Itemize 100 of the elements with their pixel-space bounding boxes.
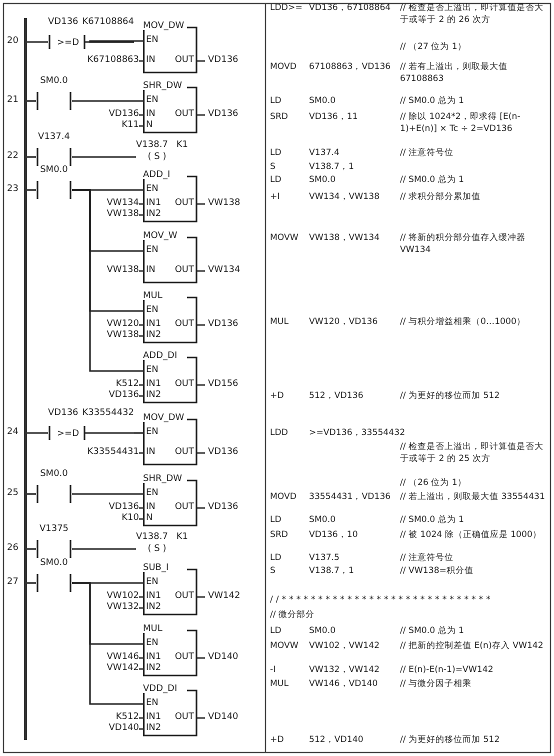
operand-label: VW138 [106, 265, 139, 276]
instruction-name: MUL [143, 291, 162, 302]
pin-label: IN [146, 109, 156, 120]
operand-label: VW120 [106, 319, 139, 330]
operand-label: VW142 [106, 663, 139, 674]
pin-label: OUT [174, 55, 194, 66]
operand-text: VW146，VD140 [309, 679, 378, 690]
constant-label: K1 [176, 140, 188, 151]
address-label: SM0.0 [39, 165, 69, 176]
function-block [143, 351, 197, 403]
operand-label: VW138 [208, 198, 240, 209]
pin-label: N [146, 120, 153, 131]
comment-text: // （26 位为 1） [400, 478, 468, 490]
power-rail [24, 18, 27, 740]
operand-label: K67108863 [87, 55, 139, 66]
operand-label: VD136 [208, 502, 238, 513]
pin-label: IN2 [146, 663, 162, 674]
operand-text: SM0.0 [309, 515, 336, 526]
instruction-text: LD [270, 515, 282, 526]
wire [72, 493, 143, 495]
wire [72, 100, 143, 102]
comment-text: // 与微分因子相乘 [400, 679, 473, 690]
operand-label: VD136 [208, 55, 238, 66]
operand-text: SM0.0 [309, 175, 336, 186]
instruction-name: MOV_W [143, 231, 178, 242]
pin-label: OUT [174, 109, 194, 120]
pin-label: IN1 [146, 652, 162, 663]
operand-text: 512，VD136 [309, 391, 364, 402]
instruction-text: LD [270, 148, 282, 160]
instruction-name: MUL [143, 624, 162, 635]
wire [27, 41, 48, 43]
constant-label: K67108864 [82, 17, 134, 28]
operand-text: V138.7，1 [309, 566, 354, 578]
function-block [143, 81, 197, 133]
operand-text: VW134，VW138 [309, 192, 380, 204]
address-label: V1375 [38, 524, 70, 535]
compare-contact [48, 408, 134, 440]
operand-label: VW146 [106, 652, 139, 663]
address-label: SM0.0 [39, 76, 69, 87]
instruction-text: SRD [270, 530, 288, 542]
pin-label: IN1 [146, 319, 162, 330]
pin-label: OUT [174, 591, 194, 602]
function-block [143, 413, 197, 465]
instruction-name: SHR_DW [143, 474, 182, 485]
comment-text: // 微分部分 [270, 610, 315, 622]
pin-label: OUT [174, 712, 194, 723]
function-block [143, 21, 197, 73]
instruction-text: MUL [270, 679, 288, 690]
constant-label: K33554432 [82, 408, 134, 419]
operand-text: VW138，VW134 [309, 233, 380, 244]
contact [36, 76, 72, 110]
instruction-name: ADD_DI [143, 351, 178, 362]
instruction-name: VDD_DI [143, 684, 178, 695]
pin-label: IN2 [146, 390, 162, 401]
instruction-text: SRD [270, 112, 288, 124]
address-label: SM0.0 [39, 469, 69, 480]
operand-label: VD136 [208, 319, 238, 330]
address-label: SM0.0 [39, 558, 69, 569]
instruction-text: +I [270, 192, 280, 204]
wire [72, 189, 143, 372]
operand-label: VD140 [208, 712, 238, 723]
instruction-text: +D [270, 391, 284, 402]
function-block [143, 170, 197, 222]
contact [36, 165, 72, 199]
pin-label: IN [146, 502, 156, 513]
comment-text: // SM0.0 总为 1 [400, 626, 465, 638]
wire [89, 40, 143, 43]
operand-label: VW102 [106, 591, 139, 602]
comment-text: // 把新的控制差值 E(n)存入 VW142 [400, 641, 544, 652]
operand-label: VW142 [208, 591, 240, 602]
pin-label: IN [146, 447, 156, 458]
operand-text: VD136，11 [309, 112, 358, 124]
pin-label: OUT [174, 319, 194, 330]
address-label: VD136 [48, 17, 78, 28]
comment-text: // 除以 1024*2，即求得 [E(n-1)+E(n)] × Tc ÷ 2=VD136 [400, 112, 522, 135]
comment-text: // 与积分增益相乘（0…1000） [400, 317, 526, 328]
compare-contact [48, 17, 134, 49]
instruction-text: MOVW [270, 233, 298, 244]
wire [27, 156, 36, 158]
comment-text: // 为更好的移位而加 512 [400, 391, 501, 402]
comment-text: // 注意符号位 [400, 553, 455, 564]
operand-label: K512 [116, 712, 139, 723]
operand-text: V138.7，1 [309, 162, 354, 174]
comment-text: // SM0.0 总为 1 [400, 96, 465, 108]
operand-label: VD136 [108, 109, 139, 120]
contact [36, 558, 72, 592]
contact [36, 469, 72, 503]
instruction-text: S [270, 162, 276, 174]
operand-text: VW102，VW142 [309, 641, 380, 652]
rung-number: 21 [7, 95, 18, 106]
operand-text: >=VD136，33554432 [309, 428, 406, 440]
pin-label: EN [146, 35, 158, 46]
pin-label: IN1 [146, 712, 162, 723]
pin-label: OUT [174, 652, 194, 663]
operand-text: VD136，10 [309, 530, 358, 542]
operand-text: 33554431，VD136 [309, 492, 391, 504]
rung-number: 27 [7, 577, 18, 588]
operand-text: VW132，VW142 [309, 665, 380, 676]
pin-label: OUT [174, 447, 194, 458]
wire [72, 548, 136, 550]
